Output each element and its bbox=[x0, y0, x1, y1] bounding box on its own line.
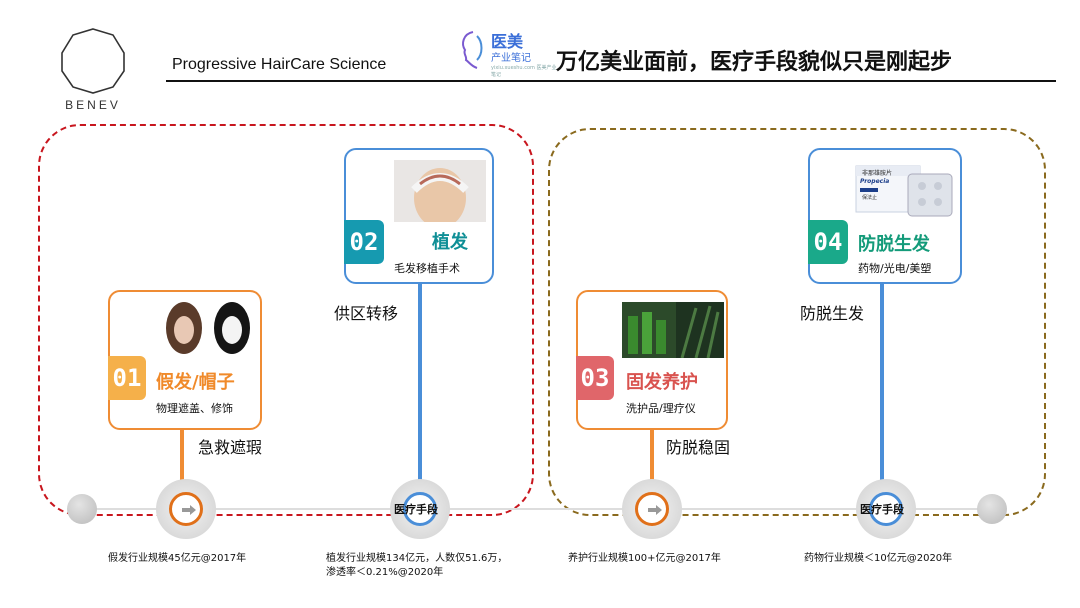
face-profile-icon bbox=[457, 30, 487, 72]
badge-04: 04 bbox=[808, 220, 848, 264]
wig-image-icon bbox=[160, 300, 256, 364]
caption-02: 植发行业规模134亿元，人数仅51.6万， 渗透率＜0.21%@2020年 bbox=[326, 552, 507, 580]
card-care: 03 固发养护 洗护品/理疗仪 bbox=[576, 290, 728, 430]
brand-sub: 产业笔记 bbox=[491, 49, 531, 64]
card-title-02: 植发 bbox=[432, 228, 468, 254]
card-title-03: 固发养护 bbox=[626, 368, 698, 394]
card-subtitle-01: 物理遮盖、修饰 bbox=[156, 400, 233, 416]
card-subtitle-02: 毛发移植手术 bbox=[394, 260, 460, 276]
caption-01: 假发行业规模45亿元@2017年 bbox=[108, 552, 246, 566]
timeline-end-dot bbox=[977, 494, 1007, 524]
medicine-photo: 非那雄胺片 Propecia 保法止 bbox=[852, 158, 956, 220]
box-line-2: Propecia bbox=[860, 178, 889, 185]
caption-03: 养护行业规模100+亿元@2017年 bbox=[568, 552, 721, 566]
card-transplant: 02 植发 毛发移植手术 bbox=[344, 148, 494, 284]
benev-logo: BENEV bbox=[52, 26, 134, 120]
side-label-02: 供区转移 bbox=[334, 300, 398, 324]
badge-02: 02 bbox=[344, 220, 384, 264]
care-products-photo bbox=[622, 302, 724, 358]
logo-text: BENEV bbox=[52, 98, 134, 112]
brand-watermark: 医美 产业笔记 yixiu.xueshu.com 医美产业笔记 bbox=[457, 26, 557, 76]
medical-label-02: 医疗手段 bbox=[394, 501, 438, 517]
brand-fine: yixiu.xueshu.com 医美产业笔记 bbox=[491, 64, 557, 78]
connector-line-02 bbox=[418, 282, 422, 490]
timeline-node-02: 医疗手段 bbox=[390, 479, 450, 539]
caption-04: 药物行业规模＜10亿元@2020年 bbox=[804, 552, 952, 566]
medical-label-04: 医疗手段 bbox=[860, 501, 904, 517]
transplant-image-icon bbox=[394, 160, 486, 222]
connector-line-04 bbox=[880, 282, 884, 490]
box-line-1: 非那雄胺片 bbox=[862, 168, 892, 177]
card-title-04: 防脱生发 bbox=[858, 230, 930, 256]
timeline-start-dot bbox=[67, 494, 97, 524]
box-line-3: 保法止 bbox=[862, 194, 877, 201]
arrow-right-icon bbox=[182, 505, 196, 515]
card-subtitle-04: 药物/光电/美塑 bbox=[858, 260, 931, 276]
side-label-01: 急救遮瑕 bbox=[198, 434, 262, 458]
header-subtitle: Progressive HairCare Science bbox=[172, 56, 386, 74]
badge-01: 01 bbox=[108, 356, 146, 400]
timeline-node-01 bbox=[156, 479, 216, 539]
arrow-right-icon bbox=[648, 505, 662, 515]
card-regrowth: 非那雄胺片 Propecia 保法止 04 防脱生发 药物/光电/美塑 bbox=[808, 148, 962, 284]
badge-03: 03 bbox=[576, 356, 614, 400]
side-label-03: 防脱稳固 bbox=[666, 434, 730, 458]
octagon-logo-icon bbox=[58, 26, 128, 96]
timeline-node-03 bbox=[622, 479, 682, 539]
card-title-01: 假发/帽子 bbox=[156, 368, 235, 394]
wig-photo bbox=[160, 300, 256, 364]
card-subtitle-03: 洗护品/理疗仪 bbox=[626, 400, 696, 416]
transplant-photo bbox=[394, 160, 486, 222]
header-divider bbox=[166, 80, 1056, 82]
card-wig: 01 假发/帽子 物理遮盖、修饰 bbox=[108, 290, 262, 430]
page-title: 万亿美业面前，医疗手段貌似只是刚起步 bbox=[556, 44, 952, 76]
timeline-node-04: 医疗手段 bbox=[856, 479, 916, 539]
bottles-image-icon bbox=[622, 302, 724, 358]
side-label-04: 防脱生发 bbox=[800, 300, 864, 324]
